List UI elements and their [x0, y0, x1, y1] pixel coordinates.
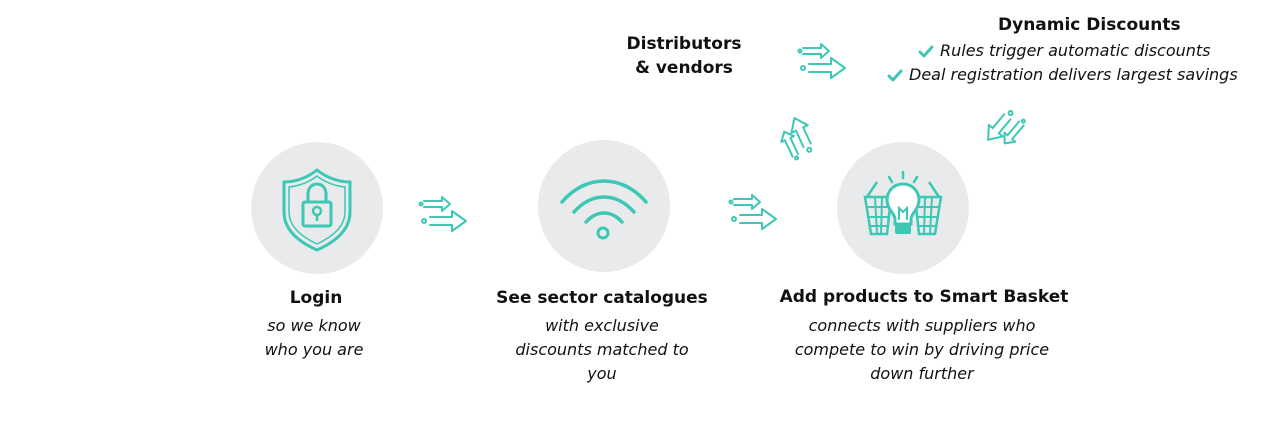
subtitle-line: with exclusive	[545, 316, 659, 335]
subtitle-line: down further	[870, 364, 974, 383]
step-login-title: Login	[289, 288, 343, 308]
check-icon	[918, 45, 934, 57]
step-catalogue-subtitle: with exclusive discounts matched to you	[471, 314, 733, 386]
distributors-line: Distributors	[626, 34, 742, 54]
arrow-right-icon	[728, 194, 777, 230]
discount-item-label: Rules trigger automatic discounts	[940, 41, 1211, 60]
arrow-right-icon	[418, 196, 467, 232]
distributors-label: Distributors & vendors	[602, 32, 766, 80]
discount-item: Deal registration delivers largest savin…	[887, 65, 1238, 84]
catalogue-circle	[538, 140, 670, 272]
subtitle-line: connects with suppliers who	[808, 316, 1036, 335]
shield-lock-icon	[282, 168, 352, 252]
basket-circle	[837, 142, 969, 274]
arrow-up-left-icon	[780, 117, 813, 161]
check-icon	[887, 69, 903, 81]
subtitle-line: compete to win by driving price	[794, 340, 1050, 359]
dynamic-discounts-title: Dynamic Discounts	[998, 15, 1181, 35]
step-catalogue-title: See sector catalogues	[496, 288, 708, 308]
step-basket-title: Add products to Smart Basket	[779, 287, 1069, 307]
step-login-subtitle: so we know who you are	[214, 314, 414, 362]
subtitle-line: discounts matched to	[515, 340, 689, 359]
distributors-line: & vendors	[635, 58, 733, 78]
basket-lightbulb-icon	[863, 170, 943, 236]
subtitle-line: who you are	[264, 340, 364, 359]
arrow-down-left-icon	[987, 110, 1026, 145]
login-circle	[251, 142, 383, 274]
subtitle-line: you	[587, 364, 617, 383]
discount-item-label: Deal registration delivers largest savin…	[909, 65, 1238, 84]
subtitle-line: so we know	[267, 316, 361, 335]
step-basket-subtitle: connects with suppliers who compete to w…	[774, 314, 1070, 386]
arrow-right-icon	[797, 43, 846, 79]
discount-item: Rules trigger automatic discounts	[918, 41, 1211, 60]
wifi-icon	[560, 179, 648, 240]
